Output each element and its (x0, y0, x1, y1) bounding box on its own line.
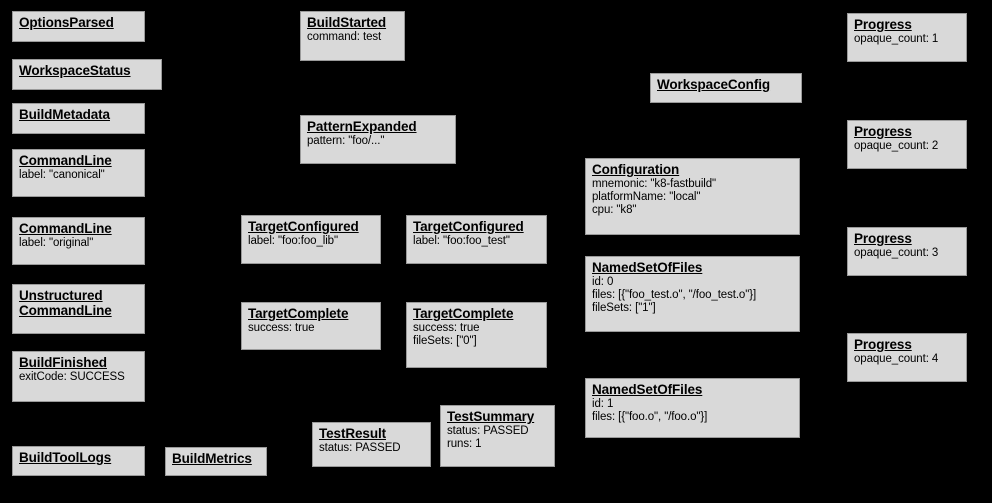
node-title: CommandLine (19, 153, 112, 168)
node-fields: opaque_count: 1 (854, 33, 961, 46)
node-field: exitCode: SUCCESS (19, 371, 125, 384)
node-title: TargetComplete (248, 306, 349, 321)
node-title: OptionsParsed (19, 15, 114, 30)
node-unstructured-command-line[interactable]: Unstructured CommandLine (12, 284, 145, 334)
node-fields: label: "canonical" (19, 169, 139, 182)
node-field: runs: 1 (447, 437, 482, 450)
node-field: fileSets: ["0"] (413, 334, 477, 347)
node-fields: mnemonic: "k8-fastbuild"platformName: "l… (592, 178, 794, 217)
node-field: fileSets: ["1"] (592, 301, 656, 314)
node-title: WorkspaceStatus (19, 63, 131, 78)
node-title: TargetConfigured (248, 219, 359, 234)
node-title: TestSummary (447, 409, 535, 424)
node-title: BuildToolLogs (19, 450, 112, 465)
node-title: Progress (854, 17, 912, 32)
node-fields: success: true (248, 322, 375, 335)
node-title: BuildFinished (19, 355, 107, 370)
node-options-parsed[interactable]: OptionsParsed (12, 11, 145, 42)
node-field: files: [{"foo.o", "/foo.o"}] (592, 410, 708, 423)
node-fields: label: "foo:foo_test" (413, 235, 541, 248)
node-workspace-status[interactable]: WorkspaceStatus (12, 59, 162, 90)
node-title: WorkspaceConfig (657, 77, 771, 92)
node-title: TestResult (319, 426, 387, 441)
node-title: TargetConfigured (413, 219, 524, 234)
node-build-metadata[interactable]: BuildMetadata (12, 103, 145, 134)
node-title: Unstructured CommandLine (19, 288, 112, 319)
node-title: TargetComplete (413, 306, 514, 321)
node-workspace-config[interactable]: WorkspaceConfig (650, 73, 802, 103)
node-field: status: PASSED (319, 442, 401, 455)
node-title: NamedSetOfFiles (592, 260, 703, 275)
node-field: label: "foo:foo_lib" (248, 235, 338, 248)
node-fields: label: "foo:foo_lib" (248, 235, 375, 248)
node-field: command: test (307, 31, 382, 44)
node-build-tool-logs[interactable]: BuildToolLogs (12, 446, 145, 476)
node-title: Progress (854, 231, 912, 246)
node-title: NamedSetOfFiles (592, 382, 703, 397)
node-fields: exitCode: SUCCESS (19, 371, 139, 384)
node-title: Configuration (592, 162, 680, 177)
node-field: label: "original" (19, 237, 94, 250)
node-fields: opaque_count: 4 (854, 353, 961, 366)
node-title: PatternExpanded (307, 119, 417, 134)
node-field: success: true (413, 322, 480, 335)
node-field: label: "foo:foo_test" (413, 235, 510, 248)
node-field: cpu: "k8" (592, 203, 637, 216)
node-fields: command: test (307, 31, 399, 44)
node-field: opaque_count: 3 (854, 247, 939, 260)
node-field: opaque_count: 2 (854, 140, 939, 153)
node-fields: pattern: "foo/..." (307, 135, 450, 148)
node-field: status: PASSED (447, 425, 529, 438)
node-title: Progress (854, 124, 912, 139)
node-field: platformName: "local" (592, 190, 701, 203)
node-field: opaque_count: 4 (854, 353, 939, 366)
node-title: BuildMetrics (172, 451, 252, 466)
node-field: mnemonic: "k8-fastbuild" (592, 178, 717, 191)
node-fields: status: PASSED (319, 442, 425, 455)
node-fields: label: "original" (19, 237, 139, 250)
node-title: CommandLine (19, 221, 112, 236)
node-field: id: 1 (592, 398, 614, 411)
node-field: label: "canonical" (19, 169, 105, 182)
node-field: pattern: "foo/..." (307, 135, 385, 148)
node-field: files: [{"foo_test.o", "/foo_test.o"}] (592, 288, 757, 301)
node-title: BuildStarted (307, 15, 387, 30)
node-fields: opaque_count: 2 (854, 140, 961, 153)
node-field: id: 0 (592, 276, 614, 289)
node-field: success: true (248, 322, 315, 335)
node-field: opaque_count: 1 (854, 33, 939, 46)
node-fields: opaque_count: 3 (854, 247, 961, 260)
node-title: Progress (854, 337, 912, 352)
node-build-metrics[interactable]: BuildMetrics (165, 447, 267, 476)
node-title: BuildMetadata (19, 107, 110, 122)
